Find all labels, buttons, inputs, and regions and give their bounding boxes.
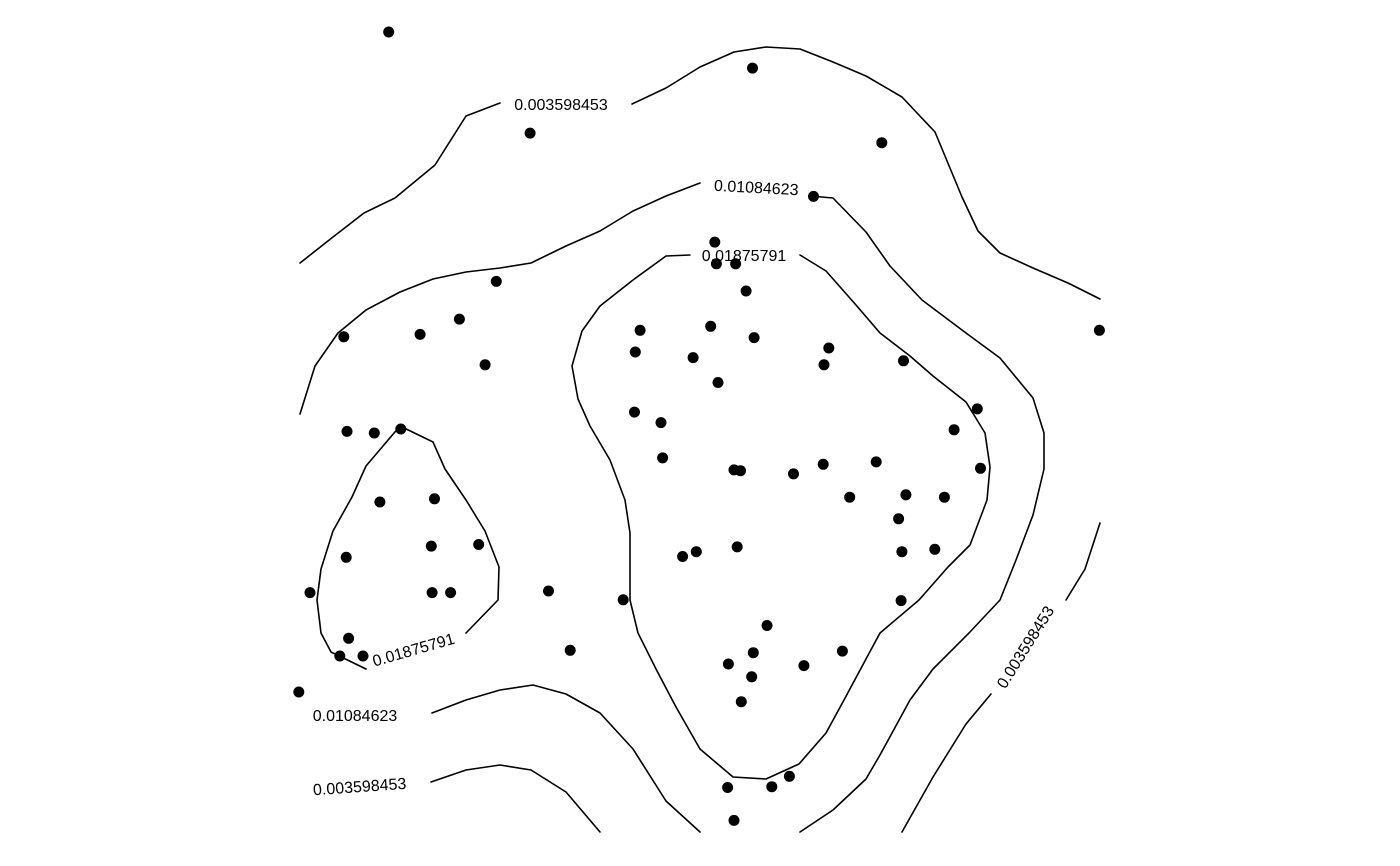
data-point — [334, 650, 346, 662]
data-point — [735, 696, 747, 708]
data-point — [657, 452, 669, 464]
data-point — [445, 587, 457, 599]
data-point — [374, 496, 386, 508]
data-point — [722, 782, 734, 793]
data-point — [870, 456, 882, 468]
data-point — [304, 587, 316, 599]
data-point — [340, 551, 352, 563]
data-point — [893, 513, 905, 525]
data-point — [783, 770, 795, 782]
data-point — [938, 491, 950, 503]
contour-line-level-0.01084623-lower — [431, 684, 701, 833]
data-point — [761, 620, 773, 631]
contour-label: 0.003598453 — [312, 776, 406, 799]
contour-label: 0.01084623 — [313, 708, 398, 725]
data-point — [687, 352, 699, 364]
data-point — [747, 647, 759, 659]
data-point — [722, 658, 734, 670]
data-point — [975, 462, 986, 474]
data-point — [705, 320, 717, 332]
data-point — [740, 285, 752, 297]
contour-label: 0.003598453 — [994, 603, 1058, 691]
data-point — [731, 541, 743, 553]
data-point — [948, 424, 960, 436]
data-point — [343, 632, 355, 644]
data-point — [473, 539, 485, 550]
data-point — [629, 406, 640, 418]
data-point — [617, 594, 629, 606]
data-point — [746, 671, 758, 683]
data-point — [383, 26, 395, 38]
data-point — [735, 465, 746, 477]
data-point — [338, 331, 350, 343]
contour-line-level-0.003598453-right — [901, 693, 992, 833]
data-point — [677, 551, 689, 562]
data-point — [710, 258, 722, 270]
contour-line-level-0.01875791-central — [571, 254, 991, 780]
data-point — [748, 332, 760, 344]
data-point — [898, 355, 909, 367]
data-point — [395, 423, 407, 435]
data-point — [414, 328, 426, 340]
data-point — [490, 275, 502, 287]
data-point — [426, 587, 438, 599]
contour-line-level-0.01875791-left — [316, 425, 500, 670]
contour-line-level-0.01084623-upper — [299, 182, 701, 415]
data-point — [709, 236, 721, 248]
data-point — [524, 127, 536, 139]
data-point — [766, 781, 778, 793]
contour-line-level-0.003598453-bottom — [430, 764, 601, 833]
data-point — [634, 324, 646, 336]
data-point — [1093, 324, 1105, 336]
data-point — [429, 493, 440, 505]
data-point — [971, 403, 983, 415]
data-point — [453, 313, 465, 325]
data-point — [293, 686, 305, 698]
contour-line-level-0.003598453-upper — [299, 102, 501, 264]
data-point — [788, 468, 799, 480]
data-point — [690, 546, 702, 558]
data-point — [808, 190, 819, 202]
data-point — [730, 258, 742, 270]
data-point — [817, 458, 829, 470]
contour-line-level-0.003598453-upper — [631, 46, 1101, 300]
data-point — [818, 359, 830, 371]
data-point — [728, 814, 740, 826]
data-point — [798, 660, 810, 672]
data-point — [823, 342, 835, 354]
contour-label: 0.01875791 — [702, 248, 787, 265]
data-point — [895, 595, 907, 607]
contour-label: 0.01875791 — [371, 631, 457, 671]
data-point — [876, 137, 888, 149]
data-point — [368, 427, 380, 439]
data-point — [564, 644, 576, 656]
contour-label: 0.01084623 — [714, 178, 799, 199]
data-point — [425, 540, 437, 552]
data-point — [629, 346, 641, 358]
contour-line-level-0.01084623-upper — [799, 195, 1045, 833]
data-point — [712, 377, 724, 388]
contour-line-level-0.003598453-right — [1065, 522, 1101, 601]
data-point — [844, 491, 856, 503]
contour-label: 0.003598453 — [514, 97, 608, 114]
data-point — [836, 645, 848, 657]
data-point — [655, 417, 667, 429]
data-point — [357, 650, 369, 662]
data-point — [341, 425, 353, 437]
data-point — [479, 359, 491, 371]
data-point — [543, 585, 554, 597]
data-point — [747, 62, 758, 74]
data-point — [896, 546, 908, 558]
data-point — [900, 489, 912, 501]
scatter-points — [293, 26, 1105, 826]
data-point — [929, 543, 941, 555]
